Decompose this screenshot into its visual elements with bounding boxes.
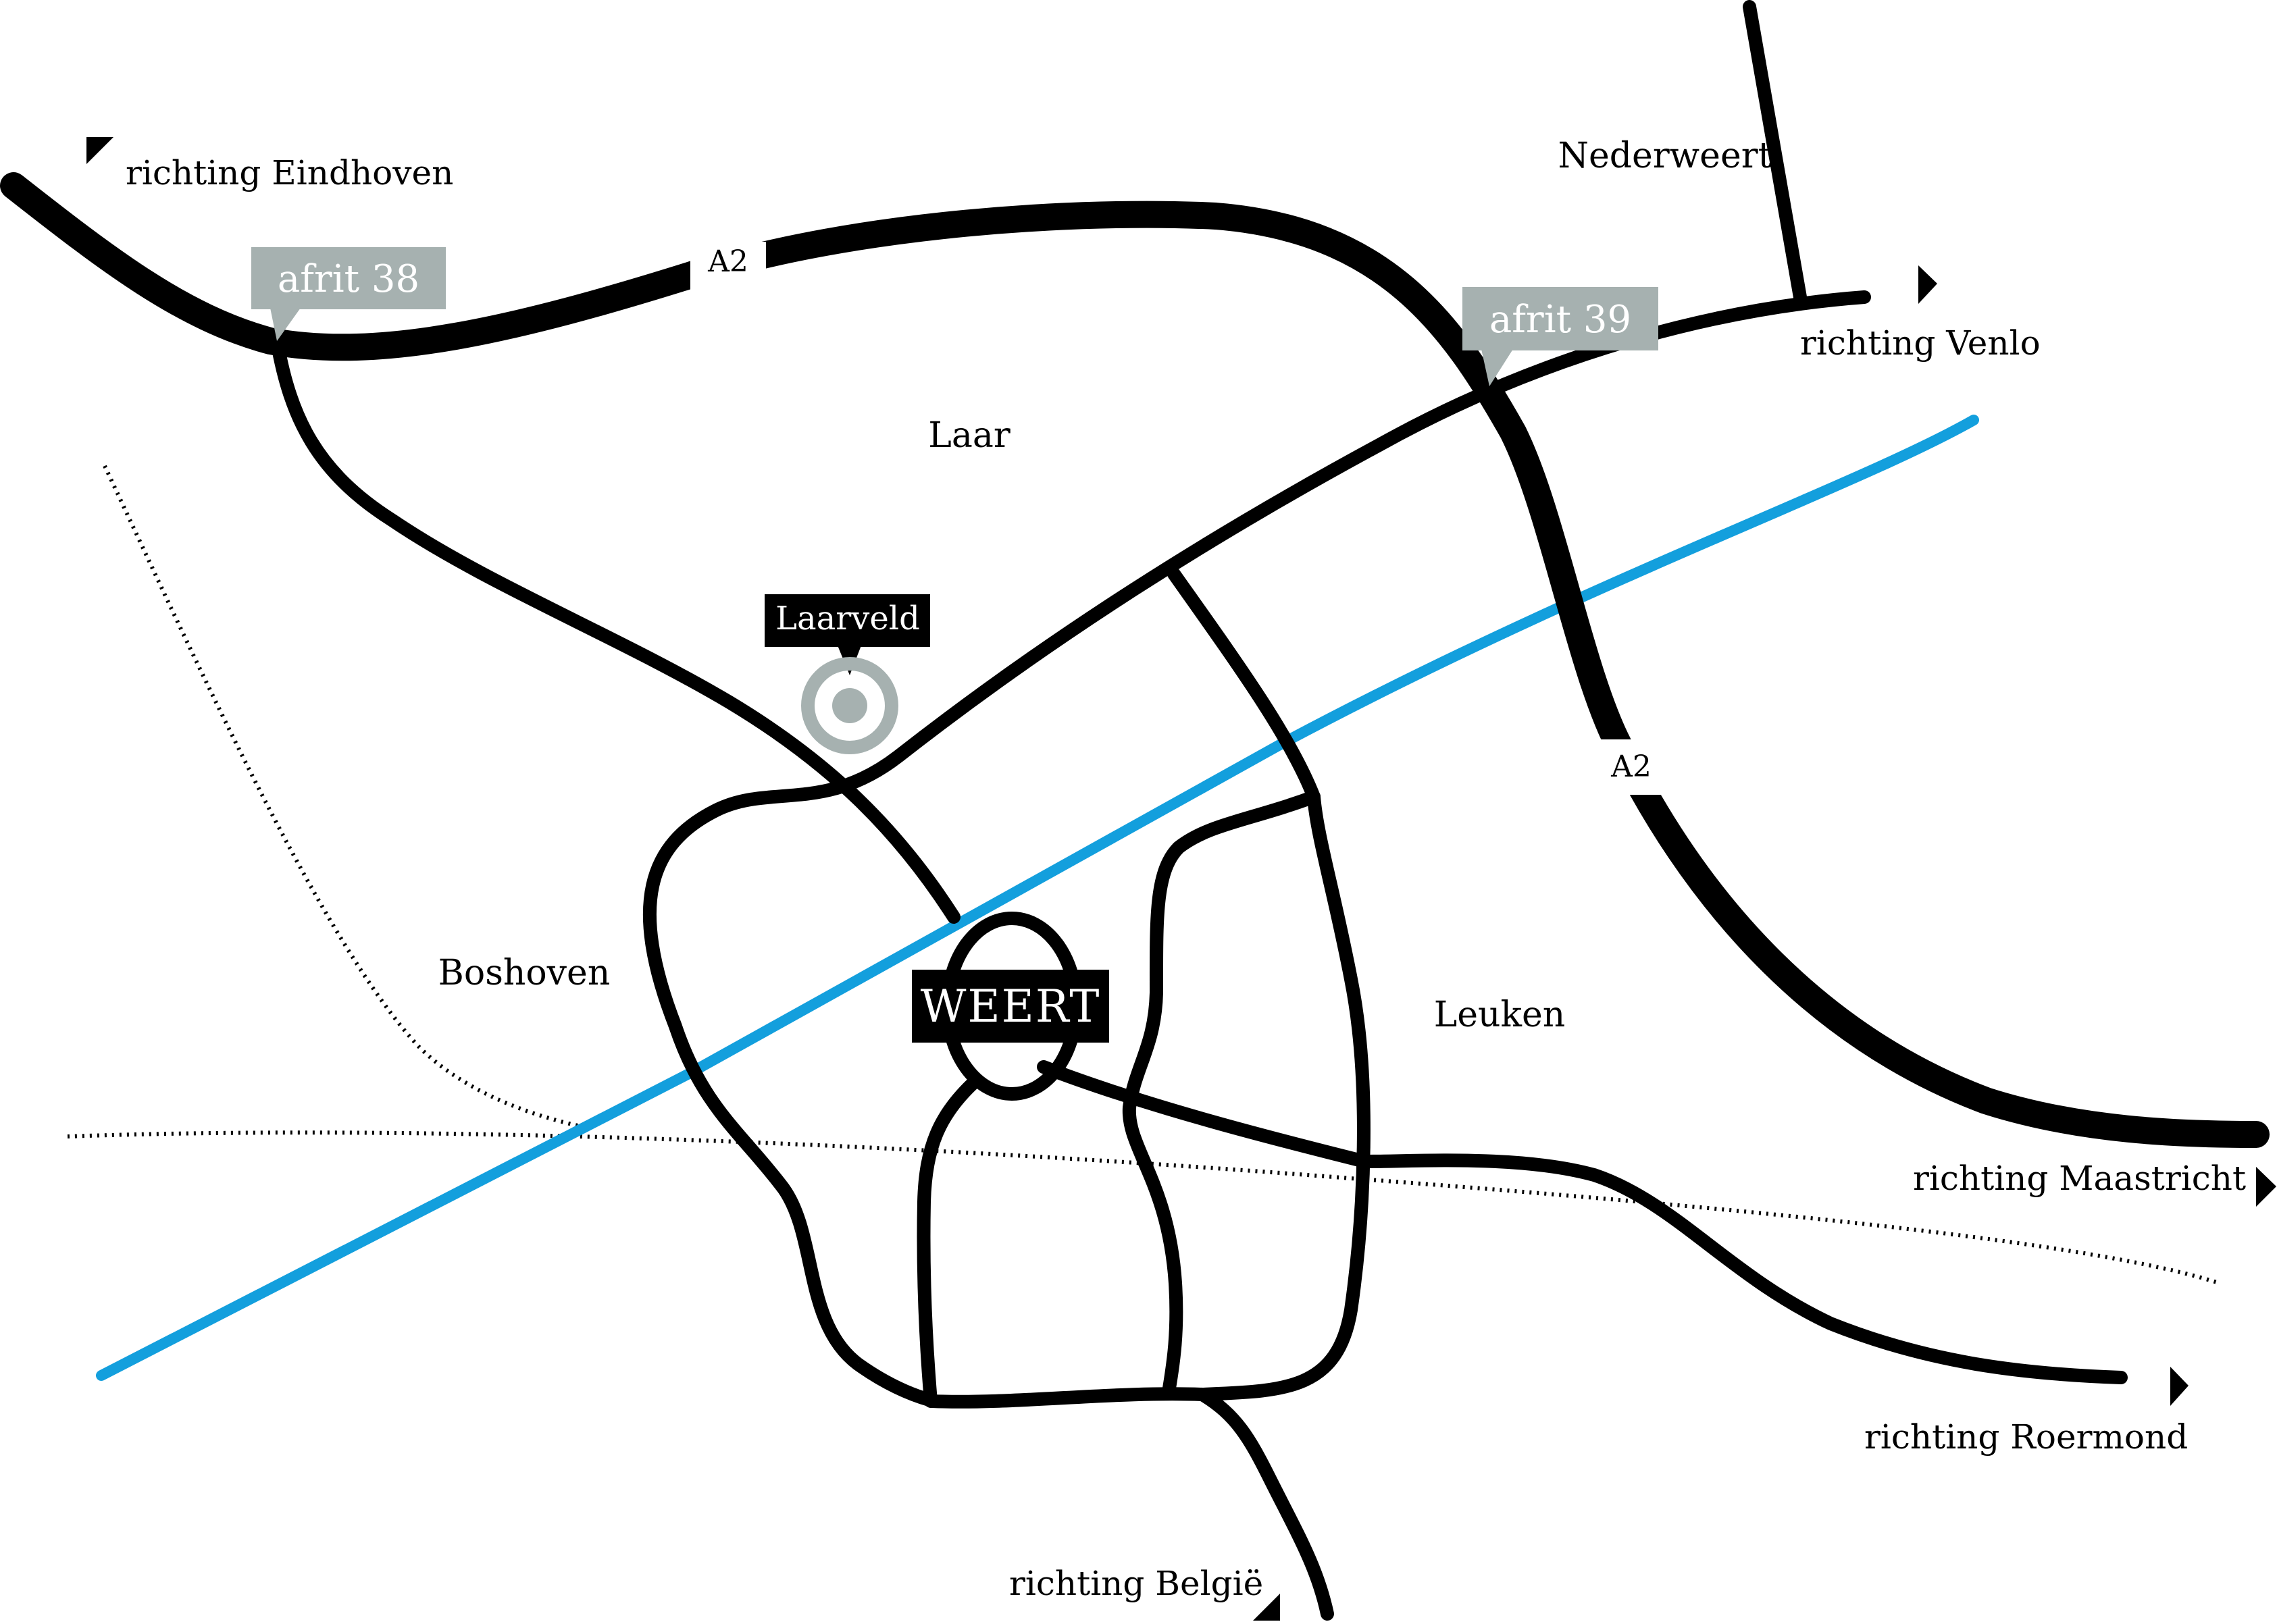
canal (96, 415, 1979, 1381)
exit-39-label: afrit 39 (1489, 298, 1631, 342)
arrow-roermond-icon (2170, 1367, 2189, 1406)
direction-eindhoven: richting Eindhoven (126, 153, 453, 192)
arrow-eindhoven-icon (86, 137, 113, 164)
a2-shield-west-bg (690, 242, 766, 290)
exit-38-sign: afrit 38 (251, 247, 446, 341)
laarveld-label: Laarveld (775, 600, 920, 637)
road-exit38-to-center (270, 334, 961, 924)
a2-highway (0, 172, 2270, 1148)
road-center-south (917, 1074, 983, 1408)
railway-northwest (103, 465, 588, 1130)
place-leuken: Leuken (1434, 995, 1566, 1035)
road-venlo-to-center (642, 290, 1871, 1408)
place-nederweert: Nederweert (1558, 136, 1772, 176)
direction-venlo: richting Venlo (1800, 323, 2041, 363)
direction-maastricht: richting Maastricht (1913, 1159, 2246, 1198)
a2-shield-west: A2 (707, 244, 748, 279)
arrow-belgie-icon (1253, 1594, 1280, 1621)
road-south-belgie (1196, 1388, 1334, 1621)
place-boshoven: Boshoven (438, 953, 611, 993)
city-label-box (912, 970, 1109, 1043)
laarveld-marker[interactable]: Laarveld (765, 594, 930, 754)
direction-belgie: richting België (1009, 1564, 1263, 1603)
road-south-ring (925, 790, 1371, 1409)
road-inner-east (1122, 790, 1321, 1399)
direction-roermond: richting Roermond (1864, 1417, 2188, 1457)
a2-shield-east-bg (1593, 739, 1674, 795)
city-label: WEERT (921, 980, 1101, 1032)
arrow-venlo-icon (1918, 265, 1937, 304)
target-icon (801, 657, 898, 754)
a2-shield-east: A2 (1610, 750, 1652, 784)
exit-38-label: afrit 38 (278, 257, 419, 301)
road-east-ring (1167, 567, 1321, 804)
arrow-maastricht-icon (2256, 1167, 2276, 1207)
place-laar: Laar (928, 415, 1010, 456)
road-center-east (1037, 1060, 2128, 1384)
road-nederweert (1743, 0, 1807, 304)
exit-39-sign: afrit 39 (1462, 287, 1658, 386)
railway-east-west (67, 1130, 2220, 1285)
